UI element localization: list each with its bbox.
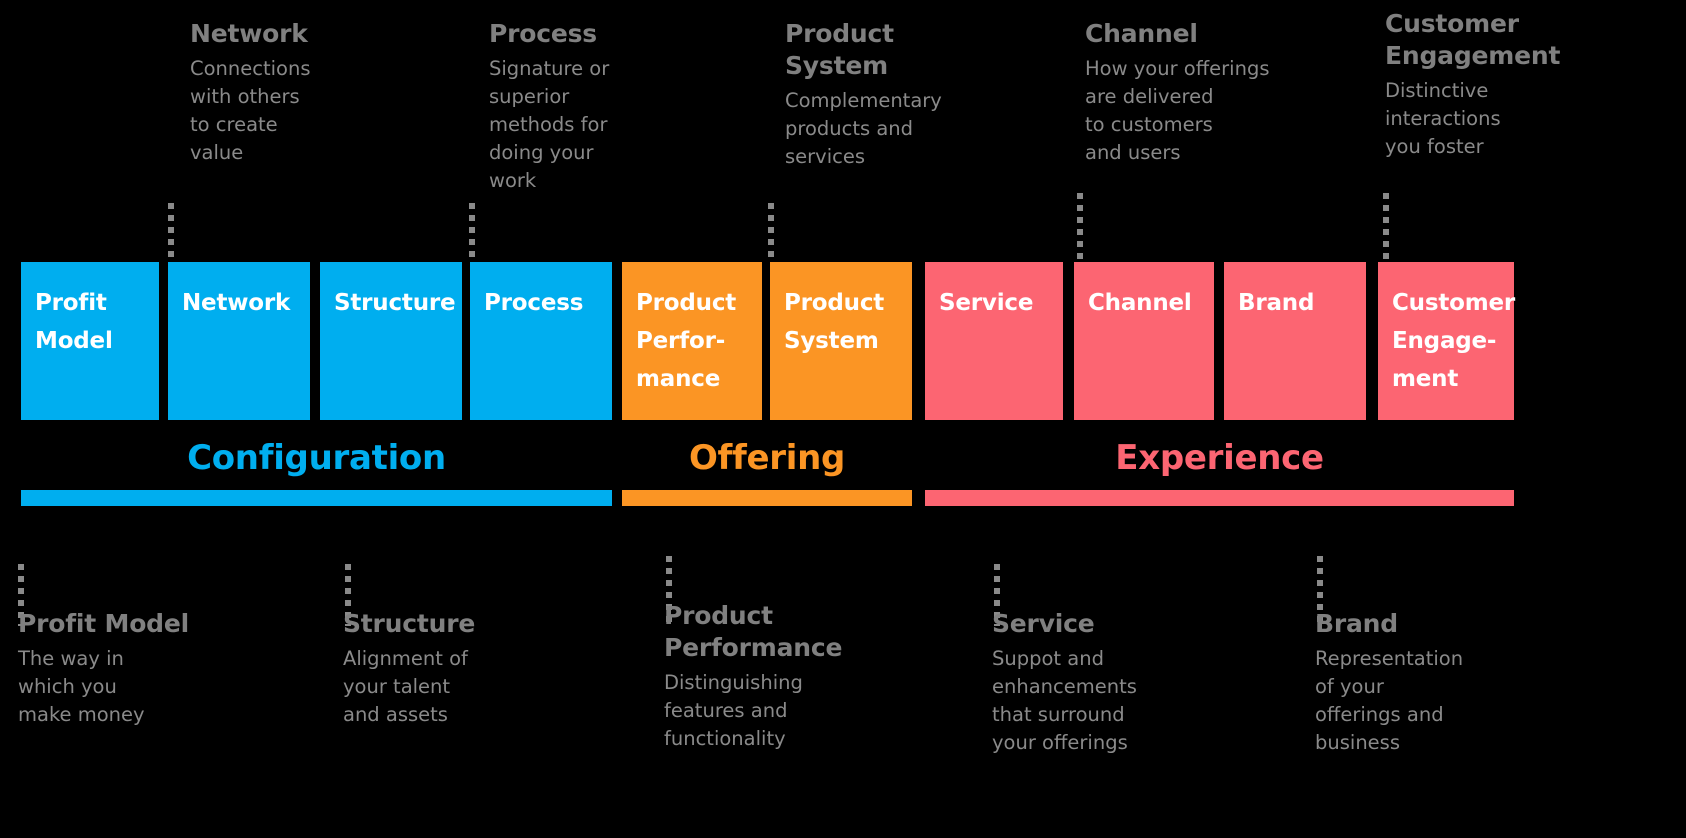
connector-dots-process bbox=[469, 203, 475, 261]
top-callout-process-title: Process bbox=[489, 19, 597, 48]
connector-dots-network bbox=[168, 203, 174, 261]
box-process-label: Process bbox=[484, 290, 584, 316]
top-callout-channel: Channel How your offerings are delivered… bbox=[1085, 18, 1305, 167]
box-product-system-label: Product System bbox=[784, 290, 885, 354]
bottom-callout-profit-model: Profit Model The way in which you make m… bbox=[18, 608, 278, 729]
box-product-performance[interactable]: Product Perfor- mance bbox=[622, 262, 762, 420]
top-callout-process: Process Complementary products and servi… bbox=[489, 18, 649, 195]
top-callout-customer-engagement: Customer Engagement Distinctive interact… bbox=[1385, 8, 1615, 161]
bottom-callout-product-performance-title: Product Performance bbox=[664, 601, 843, 662]
box-profit-model-label: Profit Model bbox=[35, 290, 113, 354]
bottom-callout-structure-description: Alignment of your talent and assets bbox=[343, 647, 468, 726]
top-callout-network-title: Network bbox=[190, 19, 308, 48]
box-channel-label: Channel bbox=[1088, 290, 1192, 316]
box-profit-model[interactable]: Profit Model bbox=[21, 262, 159, 420]
top-callout-network-description: Connections with others to create value bbox=[190, 57, 311, 164]
bottom-callout-structure-title: Structure bbox=[343, 609, 476, 638]
top-callout-customer-engagement-title: Customer Engagement bbox=[1385, 9, 1561, 70]
bottom-callout-brand: Brand Representation of your offerings a… bbox=[1315, 608, 1575, 757]
bottom-callout-brand-description: Representation of your offerings and bus… bbox=[1315, 647, 1464, 754]
box-brand[interactable]: Brand bbox=[1224, 262, 1366, 420]
box-customer-engagement[interactable]: Customer Engage- ment bbox=[1378, 262, 1516, 420]
box-structure-label: Structure bbox=[334, 290, 456, 316]
top-callout-product-system: Product System Complementary products an… bbox=[785, 18, 985, 171]
connector-dots-customer-engagement bbox=[1383, 193, 1389, 261]
box-product-system[interactable]: Product System bbox=[770, 262, 912, 420]
connector-dots-structure-bottom bbox=[345, 564, 351, 626]
top-callout-product-system-description: Complementary products and services bbox=[785, 89, 942, 168]
box-service-label: Service bbox=[939, 290, 1034, 316]
group-bar-configuration bbox=[21, 490, 612, 506]
group-bar-offering bbox=[622, 490, 912, 506]
top-callout-process-description: Signature or superior methods for doing … bbox=[489, 57, 610, 192]
box-brand-label: Brand bbox=[1238, 290, 1315, 316]
connector-dots-brand-bottom bbox=[1317, 556, 1323, 626]
connector-dots-channel bbox=[1077, 193, 1083, 261]
top-callout-product-system-title: Product System bbox=[785, 19, 894, 80]
connector-dots-product-performance-bottom bbox=[666, 556, 672, 626]
box-network[interactable]: Network bbox=[168, 262, 310, 420]
top-callout-customer-engagement-description: Distinctive interactions you foster bbox=[1385, 79, 1501, 158]
bottom-callout-service: Service Suppot and enhancements that sur… bbox=[992, 608, 1242, 757]
box-process[interactable]: Process bbox=[470, 262, 612, 420]
box-service[interactable]: Service bbox=[925, 262, 1063, 420]
box-structure[interactable]: Structure bbox=[320, 262, 462, 420]
box-network-label: Network bbox=[182, 290, 291, 316]
connector-dots-profit-model-bottom bbox=[18, 564, 24, 626]
bottom-callout-profit-model-description: The way in which you make money bbox=[18, 647, 145, 726]
box-channel[interactable]: Channel bbox=[1074, 262, 1214, 420]
box-customer-engagement-label: Customer Engage- ment bbox=[1392, 290, 1516, 392]
group-label-experience: Experience bbox=[1115, 438, 1324, 478]
group-bar-experience bbox=[925, 490, 1514, 506]
box-product-performance-label: Product Perfor- mance bbox=[636, 290, 737, 392]
bottom-callout-service-title: Service bbox=[992, 609, 1095, 638]
bottom-callout-brand-title: Brand bbox=[1315, 609, 1398, 638]
bottom-callout-structure: Structure Alignment of your talent and a… bbox=[343, 608, 573, 729]
top-callout-channel-title: Channel bbox=[1085, 19, 1198, 48]
group-label-configuration: Configuration bbox=[187, 438, 446, 478]
top-callout-channel-description: How your offerings are delivered to cust… bbox=[1085, 57, 1270, 164]
top-callout-network: Network Connections with others to creat… bbox=[190, 18, 340, 167]
bottom-callout-product-performance: Product Performance Distinguishing featu… bbox=[664, 600, 914, 753]
bottom-callout-profit-model-title: Profit Model bbox=[18, 609, 190, 638]
connector-dots-product-system bbox=[768, 203, 774, 261]
bottom-callout-product-performance-description: Distinguishing features and functionalit… bbox=[664, 671, 803, 750]
bottom-callout-service-description: Suppot and enhancements that surround yo… bbox=[992, 647, 1137, 754]
group-label-offering: Offering bbox=[688, 438, 846, 478]
connector-dots-service-bottom bbox=[994, 564, 1000, 626]
